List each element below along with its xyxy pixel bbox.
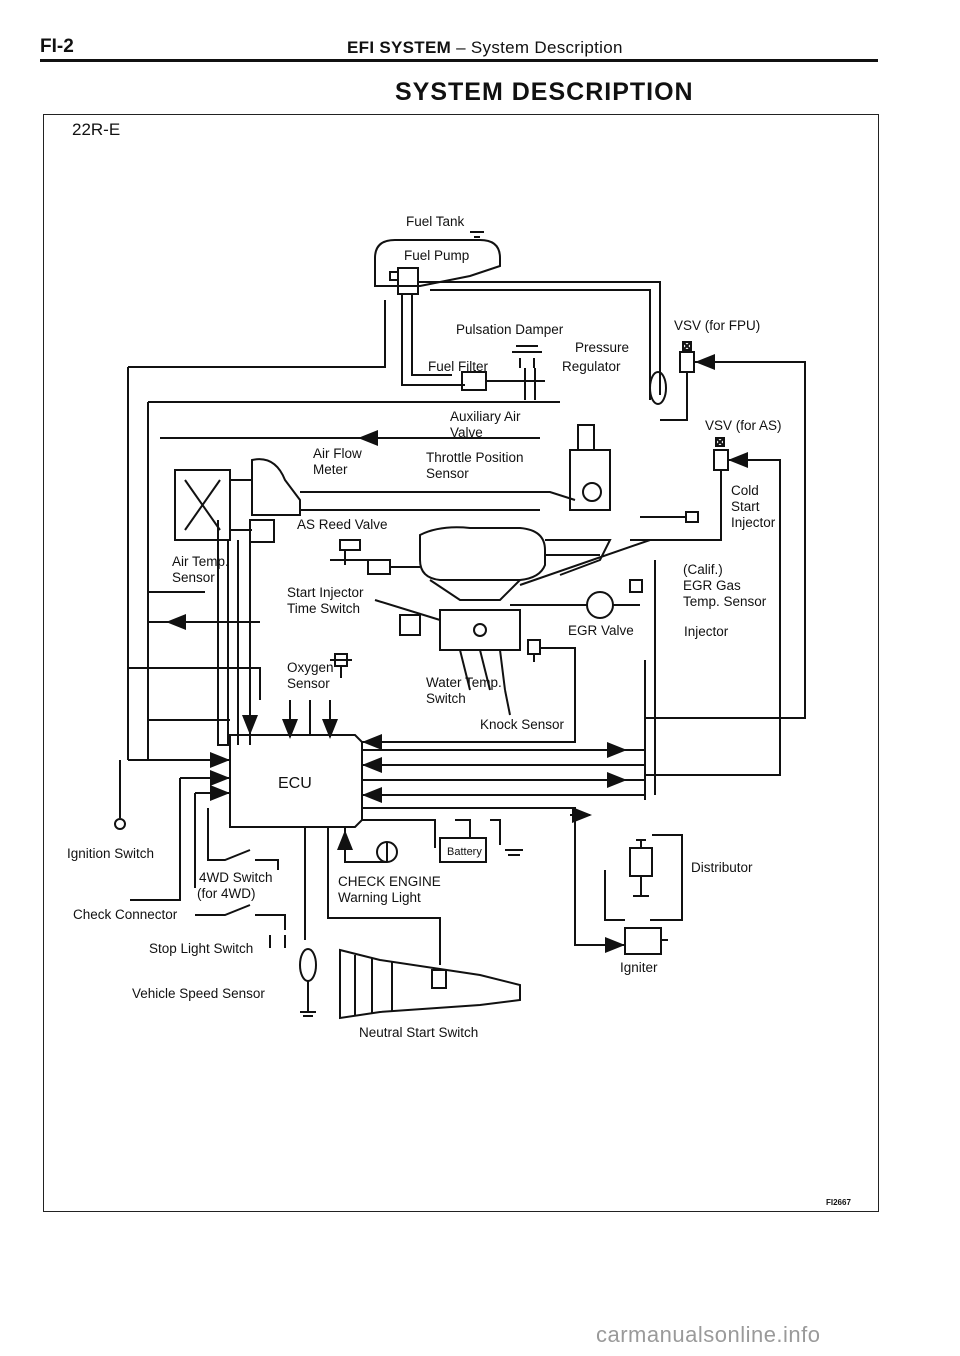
start-injector-time-switch-icon xyxy=(399,614,421,636)
as-reed-valve-label: AS Reed Valve xyxy=(297,517,388,532)
vehicle-speed-sensor-label: Vehicle Speed Sensor xyxy=(132,986,265,1001)
intake-plenum xyxy=(419,526,546,581)
ignition-switch-label: Ignition Switch xyxy=(67,846,154,861)
fuel-tank-outline xyxy=(374,239,501,287)
air-cleaner-icon xyxy=(174,469,231,541)
diagram-frame xyxy=(43,114,879,1212)
page-header: FI-2 EFI SYSTEM – System Description xyxy=(40,30,876,60)
time-switch-label: Time Switch xyxy=(287,601,360,616)
header-rule xyxy=(40,59,878,62)
water-temp-label: Water Temp. xyxy=(426,675,502,690)
pressure-label: Pressure xyxy=(575,340,629,355)
fuel-pump-top xyxy=(389,271,399,281)
vsv-as-icon xyxy=(713,449,729,471)
check-engine-label: CHECK ENGINE xyxy=(338,874,441,889)
cold-start-injector-icon xyxy=(685,511,699,523)
vsv-as-label: VSV (for AS) xyxy=(705,418,782,433)
oxygen-label: Oxygen xyxy=(287,660,334,675)
oxygen-sensor-label: Sensor xyxy=(287,676,330,691)
pressure-regulator-icon xyxy=(649,371,667,405)
figure-code: FI2667 xyxy=(826,1198,851,1207)
throttle-position-sensor-icon xyxy=(582,482,602,502)
meter-label: Meter xyxy=(313,462,348,477)
egr-gas-temp-sensor-icon xyxy=(629,579,643,593)
engine-block xyxy=(439,609,521,651)
auxiliary-air-valve-icon xyxy=(577,424,595,451)
egr-temp-sensor-label: Temp. Sensor xyxy=(683,594,767,609)
vehicle-speed-sensor-icon xyxy=(299,948,317,982)
throttle-position-label: Throttle Position xyxy=(426,450,524,465)
air-temp-sensor-label: Sensor xyxy=(172,570,215,585)
start-injector-label: Start Injector xyxy=(287,585,364,600)
warning-light-label: Warning Light xyxy=(338,890,421,905)
air-flow-label: Air Flow xyxy=(313,446,362,461)
distributor-label: Distributor xyxy=(691,860,753,875)
fourwd-switch-label: 4WD Switch xyxy=(199,870,273,885)
vsv-fpu-label: VSV (for FPU) xyxy=(674,318,760,333)
oxygen-sensor-icon xyxy=(330,653,352,678)
section-name: EFI SYSTEM xyxy=(347,38,452,57)
fuel-filter-icon xyxy=(461,371,487,391)
neutral-start-switch-icon xyxy=(431,969,447,989)
fuel-pump-label: Fuel Pump xyxy=(404,248,469,263)
distributor-icon xyxy=(629,847,653,877)
fuel-filter-label: Fuel Filter xyxy=(428,359,489,374)
section-subtitle: – System Description xyxy=(451,38,623,57)
injector-label: Injector xyxy=(731,515,776,530)
injector-right-label: Injector xyxy=(684,624,729,639)
fuel-tank-cap xyxy=(470,231,484,238)
section-title: EFI SYSTEM – System Description xyxy=(347,38,623,58)
vsv-fpu-icon xyxy=(679,351,695,373)
water-temp-switch-label: Switch xyxy=(426,691,466,706)
as-reed-valve-icon xyxy=(330,539,370,565)
calif-label: (Calif.) xyxy=(683,562,723,577)
regulator-label: Regulator xyxy=(562,359,621,374)
air-temp-label: Air Temp. xyxy=(172,554,229,569)
pulsation-damper-label: Pulsation Damper xyxy=(456,322,564,337)
start-label: Start xyxy=(731,499,760,514)
page-code: FI-2 xyxy=(40,36,74,57)
air-temp-sensor-icon xyxy=(249,519,275,543)
cold-label: Cold xyxy=(731,483,759,498)
for-4wd-label: (for 4WD) xyxy=(197,886,256,901)
neutral-start-switch-label: Neutral Start Switch xyxy=(359,1025,478,1040)
transmission-icon xyxy=(339,948,521,1020)
valve-label: Valve xyxy=(450,425,483,440)
knock-sensor-label: Knock Sensor xyxy=(480,717,565,732)
throttle-sensor-label: Sensor xyxy=(426,466,469,481)
auxiliary-air-label: Auxiliary Air xyxy=(450,409,521,424)
igniter-label: Igniter xyxy=(620,960,658,975)
egr-valve-icon xyxy=(586,591,614,619)
page-title: SYSTEM DESCRIPTION xyxy=(395,78,694,106)
check-connector-label: Check Connector xyxy=(73,907,178,922)
engine-code: 22R-E xyxy=(72,120,121,139)
ecu-label: ECU xyxy=(278,775,312,792)
egr-gas-label: EGR Gas xyxy=(683,578,741,593)
fuel-tank-label: Fuel Tank xyxy=(406,214,465,229)
air-flow-meter-icon xyxy=(251,458,301,516)
fuel-pump-body xyxy=(397,267,419,295)
egr-valve-label: EGR Valve xyxy=(568,623,634,638)
battery-icon xyxy=(439,837,487,863)
water-temp-switch-icon xyxy=(527,639,541,662)
stop-light-switch-label: Stop Light Switch xyxy=(149,941,253,956)
pulsation-damper-icon xyxy=(512,345,542,368)
battery-label: Battery xyxy=(447,846,482,858)
igniter-icon xyxy=(624,927,662,955)
watermark: carmanualsonline.info xyxy=(596,1322,821,1347)
engine-head xyxy=(429,579,521,601)
